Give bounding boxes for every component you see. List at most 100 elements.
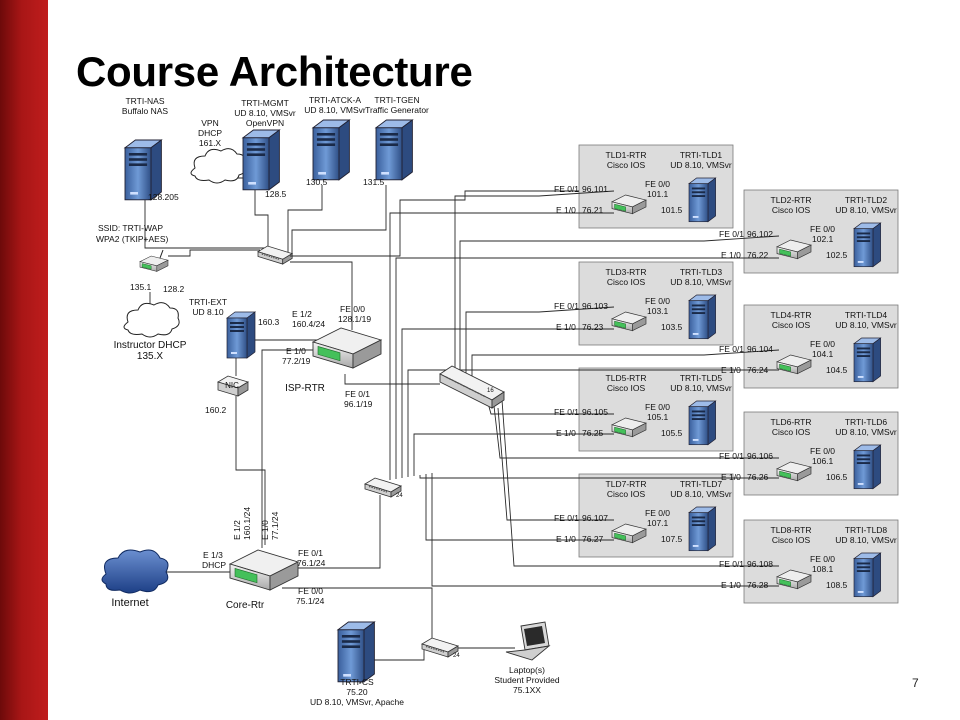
tld-server-icon [853, 552, 882, 598]
core-fe00-label: FE 0/0 [298, 586, 323, 596]
tld-inner-ip: 105.1 [647, 412, 669, 422]
tld-server-ip: 101.5 [661, 205, 683, 215]
page-title: Course Architecture [76, 48, 473, 95]
tld-router-name: TLD1-RTR [606, 150, 647, 160]
isp-fe00-ip: 128.1/19 [338, 314, 371, 324]
core-e10-ip: 77.1/24 [270, 511, 280, 540]
tld-server-name: TRTI-TLD8 [845, 525, 888, 535]
tld-fe01-label: FE 0/1 [719, 451, 744, 461]
nic-label: NIC [225, 381, 239, 390]
bottom-switch: 24 [421, 637, 460, 659]
tld-server-icon [688, 177, 717, 223]
tld-router-name: TLD2-RTR [771, 195, 812, 205]
tld-router-name: TLD8-RTR [771, 525, 812, 535]
tld-e10-label: E 1/0 [721, 472, 741, 482]
mgmt-server: TRTI-MGMT UD 8.10, VMSvr OpenVPN 128.5 [234, 98, 296, 199]
tld-inner-ip: 108.1 [812, 564, 834, 574]
mgmt-vpn: OpenVPN [246, 118, 284, 128]
network-link [431, 473, 779, 587]
network-link [287, 185, 323, 252]
tld-inner-ip: 106.1 [812, 456, 834, 466]
tld-server-ip: 105.5 [661, 428, 683, 438]
tld-server-os: UD 8.10, VMSvr [835, 427, 897, 437]
network-link [389, 212, 614, 480]
tgen-desc: Traffic Generator [365, 105, 429, 115]
isp-e10-label: E 1/0 [286, 346, 306, 356]
tld-e10-label: E 1/0 [721, 580, 741, 590]
wap-ip-right: 128.2 [163, 284, 185, 294]
tld-inner-port: FE 0/0 [645, 508, 670, 518]
atck-ip: 130.5 [306, 177, 328, 187]
core-e13-label: E 1/3 [203, 550, 223, 560]
tld-fe01-label: FE 0/1 [719, 344, 744, 354]
tld-router-os: Cisco IOS [772, 427, 811, 437]
tld-server-name: TRTI-TLD1 [680, 150, 723, 160]
tld-e10-label: E 1/0 [721, 365, 741, 375]
network-link [144, 190, 268, 249]
tld-server-os: UD 8.10, VMSvr [835, 205, 897, 215]
side-accent-bar [0, 0, 48, 720]
tld-e10-ip: 76.28 [747, 580, 769, 590]
tld-fe01-ip: 96.103 [582, 301, 608, 311]
isp-name: ISP-RTR [285, 383, 325, 394]
vpn-ip-label: 161.X [199, 138, 222, 148]
tld-server-name: TRTI-TLD7 [680, 479, 723, 489]
core-e12-label: E 1/2 [232, 520, 242, 540]
tld-server-name: TRTI-TLD2 [845, 195, 888, 205]
isp-e12-label: E 1/2 [292, 309, 312, 319]
tld-e10-label: E 1/0 [556, 534, 576, 544]
network-link [298, 495, 381, 569]
tld-e10-ip: 76.23 [582, 322, 604, 332]
bottom-switch-port: 24 [453, 653, 460, 659]
network-link [254, 180, 269, 248]
network-link [282, 587, 433, 646]
tld-inner-port: FE 0/0 [810, 339, 835, 349]
atck-name: TRTI-ATCK-A [309, 95, 361, 105]
tld-router-name: TLD6-RTR [771, 417, 812, 427]
tld-server-icon [853, 337, 882, 383]
isp-fe00-label: FE 0/0 [340, 304, 365, 314]
tld-fe01-label: FE 0/1 [554, 407, 579, 417]
isp-e12-ip: 160.4/24 [292, 319, 325, 329]
network-link [497, 407, 614, 521]
page-number: 7 [912, 676, 919, 690]
ext-name: TRTI-EXT [189, 297, 227, 307]
network-link [501, 399, 779, 567]
internet-cloud: Internet [101, 549, 169, 609]
mid-switch-port: 24 [396, 493, 403, 499]
tld-server-name: TRTI-TLD4 [845, 310, 888, 320]
tgen-ip: 131.5 [363, 177, 385, 187]
tld-inner-ip: 101.1 [647, 189, 669, 199]
tld-router-os: Cisco IOS [607, 277, 646, 287]
tld-fe01-label: FE 0/1 [554, 513, 579, 523]
tld-e10-ip: 76.24 [747, 365, 769, 375]
laptop-owner: Student Provided [494, 675, 559, 685]
tld-server-os: UD 8.10, VMSvr [670, 383, 732, 393]
network-link [465, 306, 615, 375]
tld-router-os: Cisco IOS [607, 489, 646, 499]
tld-router-os: Cisco IOS [772, 320, 811, 330]
network-link [425, 474, 614, 541]
tld-fe01-ip: 96.102 [747, 229, 773, 239]
tgen-server: TRTI-TGEN Traffic Generator 131.5 [363, 95, 429, 187]
network-link [407, 369, 779, 477]
tld-router-name: TLD5-RTR [606, 373, 647, 383]
tld-server-ip: 107.5 [661, 534, 683, 544]
nic-ip: 160.2 [205, 405, 227, 415]
tld-e10-label: E 1/0 [556, 205, 576, 215]
tld-e10-label: E 1/0 [556, 428, 576, 438]
network-link [454, 190, 615, 370]
tld-fe01-label: FE 0/1 [554, 184, 579, 194]
ext-os: UD 8.10 [192, 307, 223, 317]
network-link [401, 328, 614, 478]
tld-inner-port: FE 0/0 [810, 446, 835, 456]
tld-fe01-label: FE 0/1 [719, 229, 744, 239]
tld-server-ip: 108.5 [826, 580, 848, 590]
tld-e10-ip: 76.27 [582, 534, 604, 544]
